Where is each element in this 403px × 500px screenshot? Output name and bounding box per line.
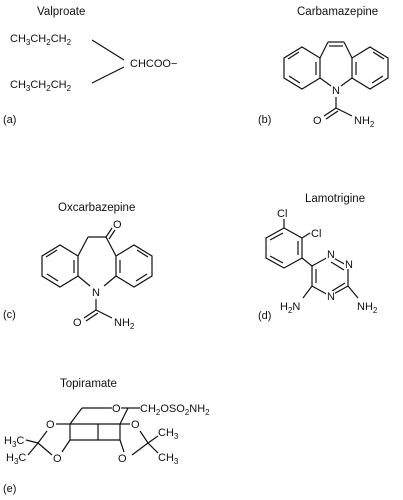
lamotrigine-title: Lamotrigine [305,193,365,205]
bond [77,275,91,287]
lamotrigine-cl-2: Cl [311,228,321,240]
bond [340,77,353,87]
bond [131,442,149,456]
double-bond [371,75,384,84]
topiramate-o-right-bottom: O [118,453,127,465]
lamotrigine-nh2-right: NH2 [357,301,378,315]
lamotrigine-phenyl-ring [265,227,303,269]
topiramate-ring-o: O [112,403,121,415]
valproate-carboxylate: CHCOO− [130,58,177,70]
topiramate-sulfamate: CH2OSO2NH2 [140,403,210,417]
panel-label-b: (b) [258,114,271,126]
double-bond [269,255,284,264]
bond [139,430,149,444]
panel-label-a: (a) [3,114,16,126]
valproate-chain-bottom: CH3CH2CH2 [10,79,72,93]
double-bond [372,51,385,60]
oxcarbazepine-atom-n: N [92,287,100,299]
topiramate-o-right-top: O [131,419,140,431]
bond [343,41,353,59]
double-bond [330,261,345,271]
bond [302,285,313,299]
panel-valproate: Valproate CH3CH2CH2 CH3CH2CH2 CHCOO− (a) [3,6,177,126]
label-mask [326,249,335,259]
topiramate-ch3-right-top: CH3 [158,427,179,441]
carbamazepine-ring-right [351,46,389,90]
lamotrigine-triazine-ring [311,255,349,297]
topiramate-o-left-top: O [46,419,55,431]
panel-carbamazepine: Carbamazepine N O NH2 (b) [258,6,389,129]
double-bond [288,75,301,84]
oxcarbazepine-nh2: NH2 [114,317,135,331]
double-bond [325,110,339,120]
bond [77,236,89,257]
bond [119,407,129,425]
carbamazepine-title: Carbamazepine [297,6,378,18]
double-bond [85,312,99,322]
bond [61,439,71,453]
panel-lamotrigine: Lamotrigine Cl Cl N N N H2N NH2 (d) [258,193,378,322]
oxcarbazepine-atom-o: O [73,317,82,329]
carbamazepine-ring-left [283,46,321,90]
label-mask [326,291,335,301]
carbamazepine-nh2: NH2 [354,115,375,129]
double-bond [136,249,149,258]
panel-topiramate: Topiramate O CH2OSO2NH2 O O H3C H3C O [3,378,210,495]
panel-label-e: (e) [3,483,16,495]
bond [69,407,83,425]
double-bond [45,249,58,258]
double-bond [105,227,113,238]
bond [301,257,313,267]
bond [119,439,125,453]
double-bond [83,309,97,319]
carbamazepine-atom-o: O [313,115,322,127]
oxcarbazepine-title: Oxcarbazepine [58,202,135,214]
bond [347,285,359,299]
valproate-title: Valproate [37,6,85,18]
bond [147,435,159,444]
topiramate-ch3-left-bottom: H3C [6,452,26,466]
bond [147,442,159,454]
double-bond [331,282,346,292]
valproate-bond-top [91,39,125,61]
topiramate-ch3-right-bottom: CH3 [158,452,179,466]
lamotrigine-n-2: N [345,259,353,271]
bond [301,232,311,239]
lamotrigine-cl-1: Cl [277,208,287,220]
lamotrigine-n-3: N [327,291,335,303]
double-bond [269,232,284,241]
double-bond [323,107,337,117]
oxcarbazepine-ring-right [115,244,153,288]
bond [319,41,329,59]
valproate-bond-bottom [91,66,125,84]
panel-label-d: (d) [258,310,271,322]
lamotrigine-nh2-left: H2N [280,301,300,315]
bond [25,439,39,444]
bond [335,107,353,117]
panel-label-c: (c) [3,309,16,321]
bond [319,77,332,87]
double-bond [135,273,148,282]
panel-oxcarbazepine: Oxcarbazepine O N O NH2 (c) [3,202,153,331]
double-bond [287,51,300,60]
label-mask [344,259,353,269]
bond [103,275,117,287]
carbamazepine-atom-n: N [332,85,340,97]
valproate-chain-top: CH3CH2CH2 [10,33,72,47]
bond [27,442,39,456]
double-bond [46,273,59,282]
lamotrigine-n-1: N [327,249,335,261]
bond [105,236,117,257]
oxcarbazepine-ketone-o: O [113,219,122,231]
topiramate-title: Topiramate [60,378,117,390]
double-bond [108,229,116,240]
topiramate-ch3-left-top: H3C [4,435,24,449]
bond [37,430,48,444]
topiramate-o-left-bottom: O [53,453,62,465]
oxcarbazepine-ring-left [41,244,79,288]
bond [37,442,53,456]
bond [95,309,113,319]
